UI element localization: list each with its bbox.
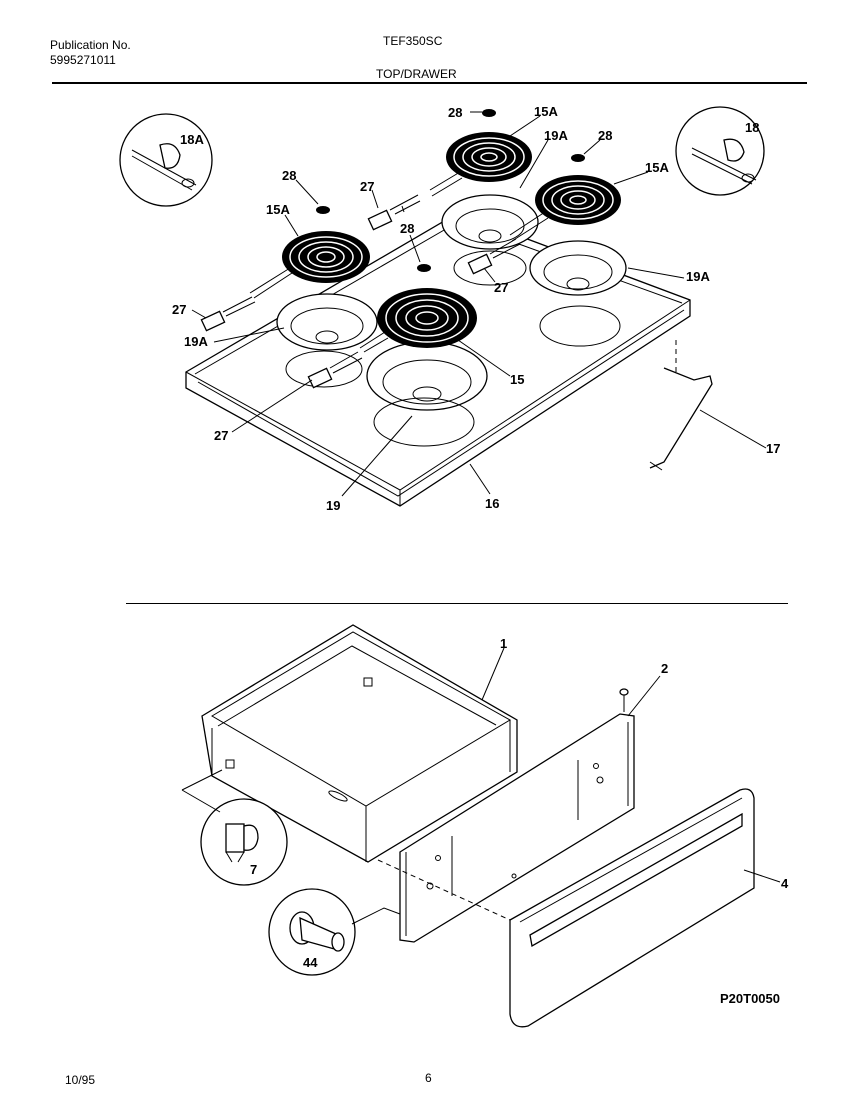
callout-27-bottomleft: 27 xyxy=(214,428,228,443)
leader-lines-bottom xyxy=(181,647,781,925)
callout-19a-top: 19A xyxy=(544,128,568,143)
header-rule xyxy=(52,82,807,84)
callout-15a-top: 15A xyxy=(534,104,558,119)
callout-18a: 18A xyxy=(180,132,204,147)
terminal-block-topleft xyxy=(367,194,421,231)
detail-circle-7 xyxy=(200,798,288,886)
callout-15: 15 xyxy=(510,372,524,387)
callout-15a-left: 15A xyxy=(266,202,290,217)
drawer-panel xyxy=(399,688,635,943)
callout-18: 18 xyxy=(745,120,759,135)
callout-44: 44 xyxy=(303,955,318,970)
anti-tip-bracket xyxy=(649,340,713,471)
publication-number: 5995271011 xyxy=(50,53,116,67)
terminal-block-bottomleft xyxy=(307,351,363,389)
alignment-line xyxy=(377,859,511,921)
opening-back xyxy=(453,250,527,286)
terminal-block-left xyxy=(200,296,256,332)
footer-date: 10/95 xyxy=(65,1073,96,1087)
detail-circle-44 xyxy=(268,888,356,976)
diagram-code: P20T0050 xyxy=(720,991,780,1006)
callout-27-mid: 27 xyxy=(494,280,508,295)
trim-ring-left xyxy=(316,206,330,214)
page-number: 6 xyxy=(425,1071,432,1085)
callout-19a-left: 19A xyxy=(184,334,208,349)
callout-27-left: 27 xyxy=(172,302,186,317)
surface-element-front xyxy=(377,288,477,348)
callout-27-topleft: 27 xyxy=(360,179,374,194)
callout-4: 4 xyxy=(781,876,789,891)
terminal-block-mid xyxy=(467,238,521,275)
detail-circle-18a xyxy=(119,113,213,207)
callout-19: 19 xyxy=(326,498,340,513)
drip-bowl-right xyxy=(529,240,627,296)
callout-28-top: 28 xyxy=(448,105,462,120)
model-number: TEF350SC xyxy=(383,34,443,48)
callout-28-left: 28 xyxy=(282,168,296,183)
drawer-front xyxy=(509,788,755,1028)
trim-ring-top xyxy=(482,109,496,117)
opening-left xyxy=(285,350,363,388)
callout-15a-right: 15A xyxy=(645,160,669,175)
publication-label: Publication No. xyxy=(50,38,131,52)
drip-bowl-left xyxy=(276,293,378,351)
callout-17: 17 xyxy=(766,441,780,456)
opening-front xyxy=(373,397,475,447)
callout-2: 2 xyxy=(661,661,668,676)
surface-element-right xyxy=(535,175,621,225)
surface-element-left xyxy=(282,231,370,283)
trim-ring-mid xyxy=(417,264,431,272)
trim-ring-right xyxy=(571,154,585,162)
callout-28-right: 28 xyxy=(598,128,612,143)
section-title: TOP/DRAWER xyxy=(376,67,457,81)
callout-16: 16 xyxy=(485,496,499,511)
callout-19a-right: 19A xyxy=(686,269,710,284)
leader-lines-top xyxy=(191,111,767,497)
opening-right xyxy=(539,305,621,347)
callout-1: 1 xyxy=(500,636,507,651)
detail-circle-18 xyxy=(675,106,765,196)
callout-28-mid: 28 xyxy=(400,221,414,236)
drawer-body xyxy=(201,624,518,863)
callout-7: 7 xyxy=(250,862,257,877)
surface-element-back xyxy=(446,132,532,182)
drip-bowl-front xyxy=(366,341,488,411)
section-divider xyxy=(126,603,788,604)
drip-bowl-back xyxy=(441,194,539,250)
